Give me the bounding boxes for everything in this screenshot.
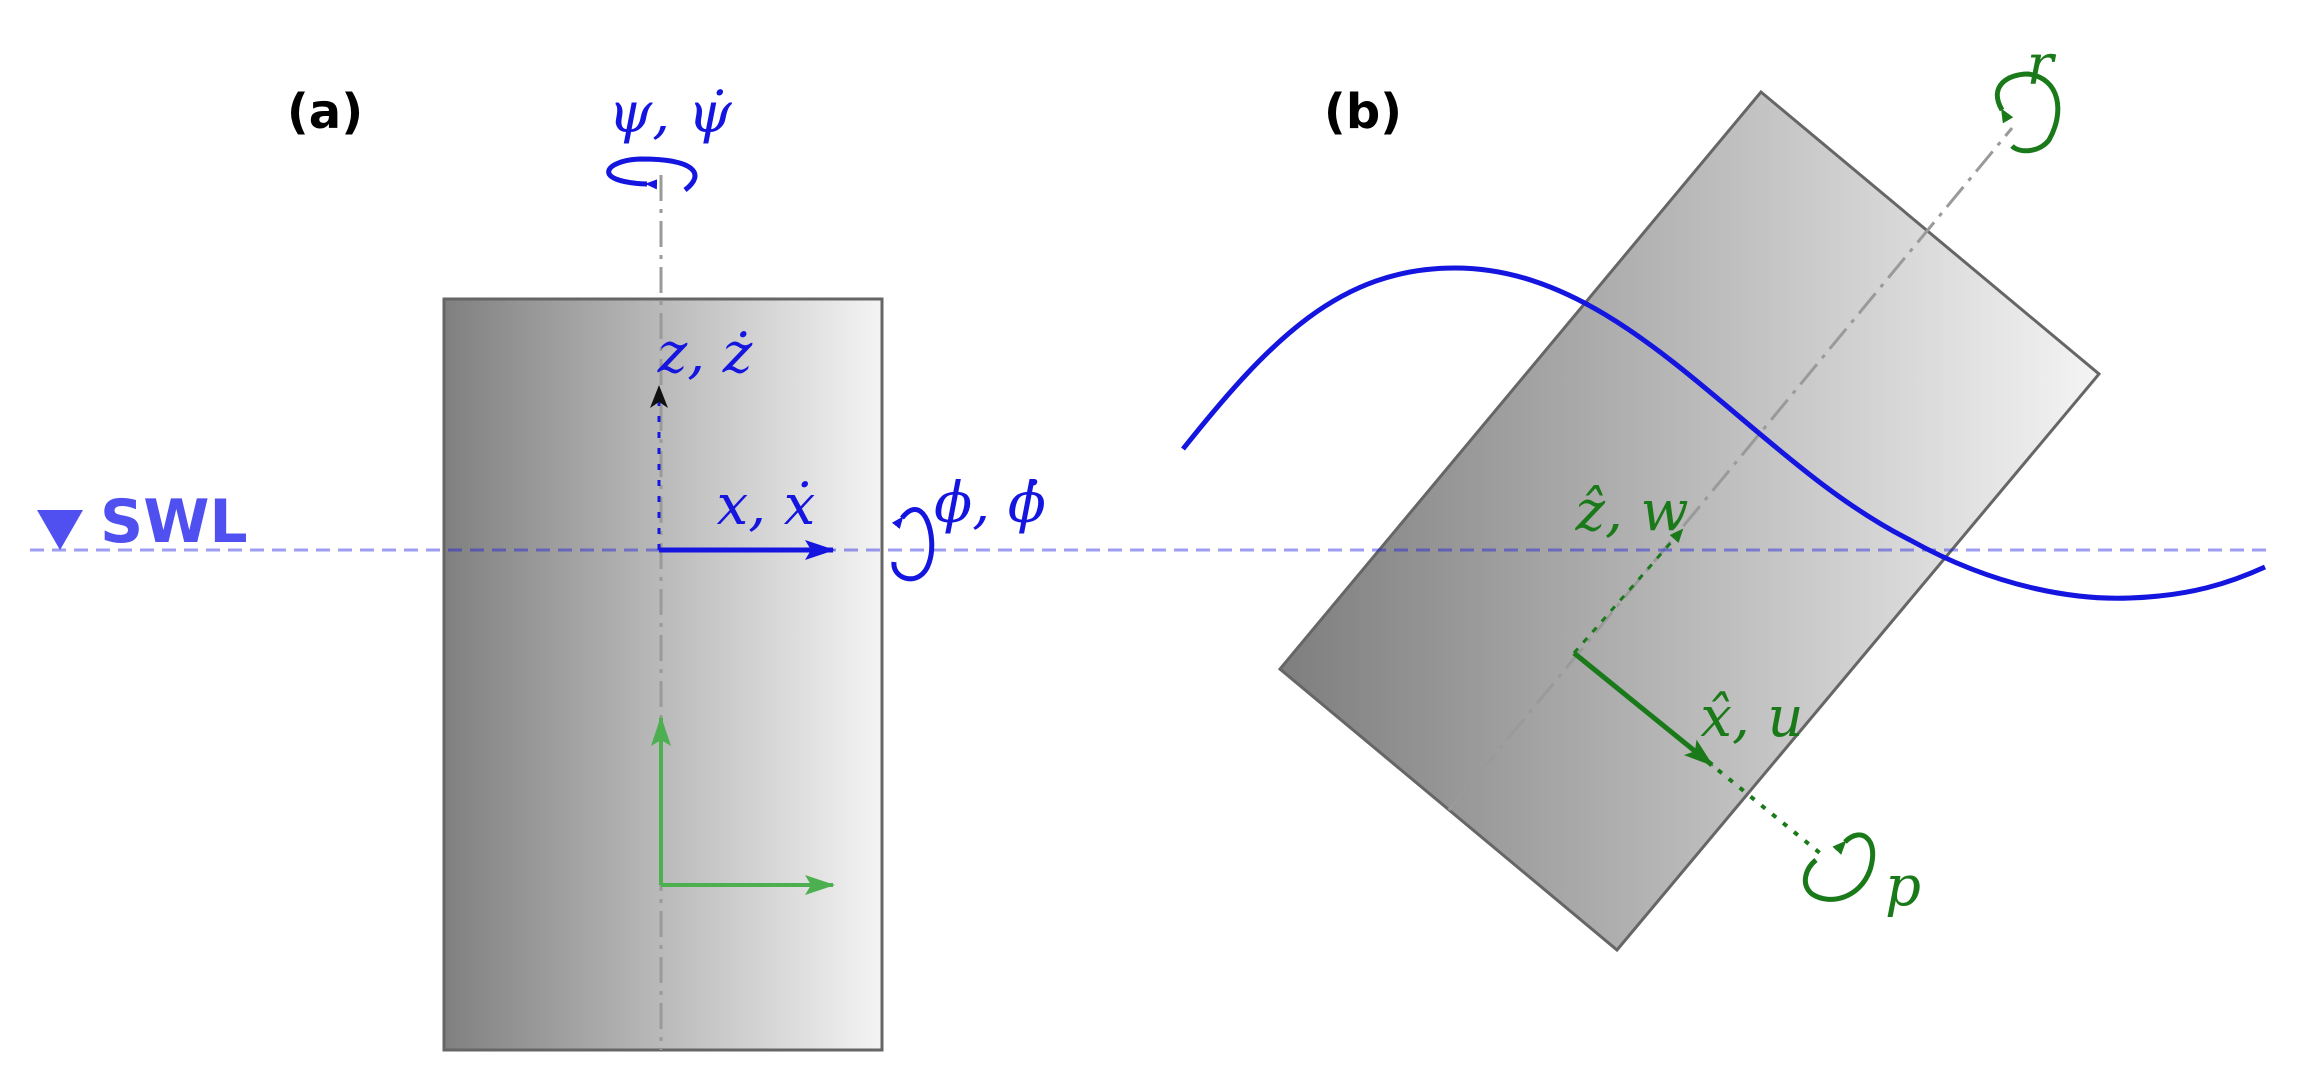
heave-label: z, ż — [657, 321, 753, 386]
wave-profile — [1181, 265, 2267, 601]
body-x-axis-extension — [1716, 768, 1828, 860]
body-x-label: x̂, u — [1700, 685, 1803, 750]
center-axis-b — [1447, 127, 2014, 811]
still-water-line: SWL — [30, 487, 2268, 557]
swl-label: SWL — [100, 487, 248, 557]
surge-label: x, ẋ — [717, 473, 816, 538]
body-a — [442, 297, 884, 1052]
panel-b: (b) r ẑ, w x̂, u p — [1181, 33, 2267, 953]
roll-rotation-icon — [891, 507, 935, 582]
yaw-rotation-icon — [606, 156, 698, 192]
body-z-label: ẑ, w — [1574, 479, 1688, 544]
panel-b-label: (b) — [1324, 84, 1402, 140]
heave-arrow-icon — [650, 385, 668, 408]
roll-rate-label: p — [1885, 854, 1921, 919]
panel-a-label: (a) — [287, 84, 363, 140]
roll-label: ϕ, ϕ̇ — [934, 471, 1046, 536]
panel-a: (a) ψ, ψ̇ z, ż x, ẋ ϕ, ϕ̇ — [287, 81, 1046, 1052]
yaw-label: ψ, ψ̇ — [608, 81, 733, 146]
roll-rate-rotation-icon — [1802, 832, 1876, 902]
yaw-rate-label: r — [2027, 33, 2057, 98]
yaw-rate-rotation-icon — [1994, 71, 2061, 154]
water-level-marker-icon — [37, 510, 83, 550]
body-x-axis — [1572, 651, 1714, 767]
